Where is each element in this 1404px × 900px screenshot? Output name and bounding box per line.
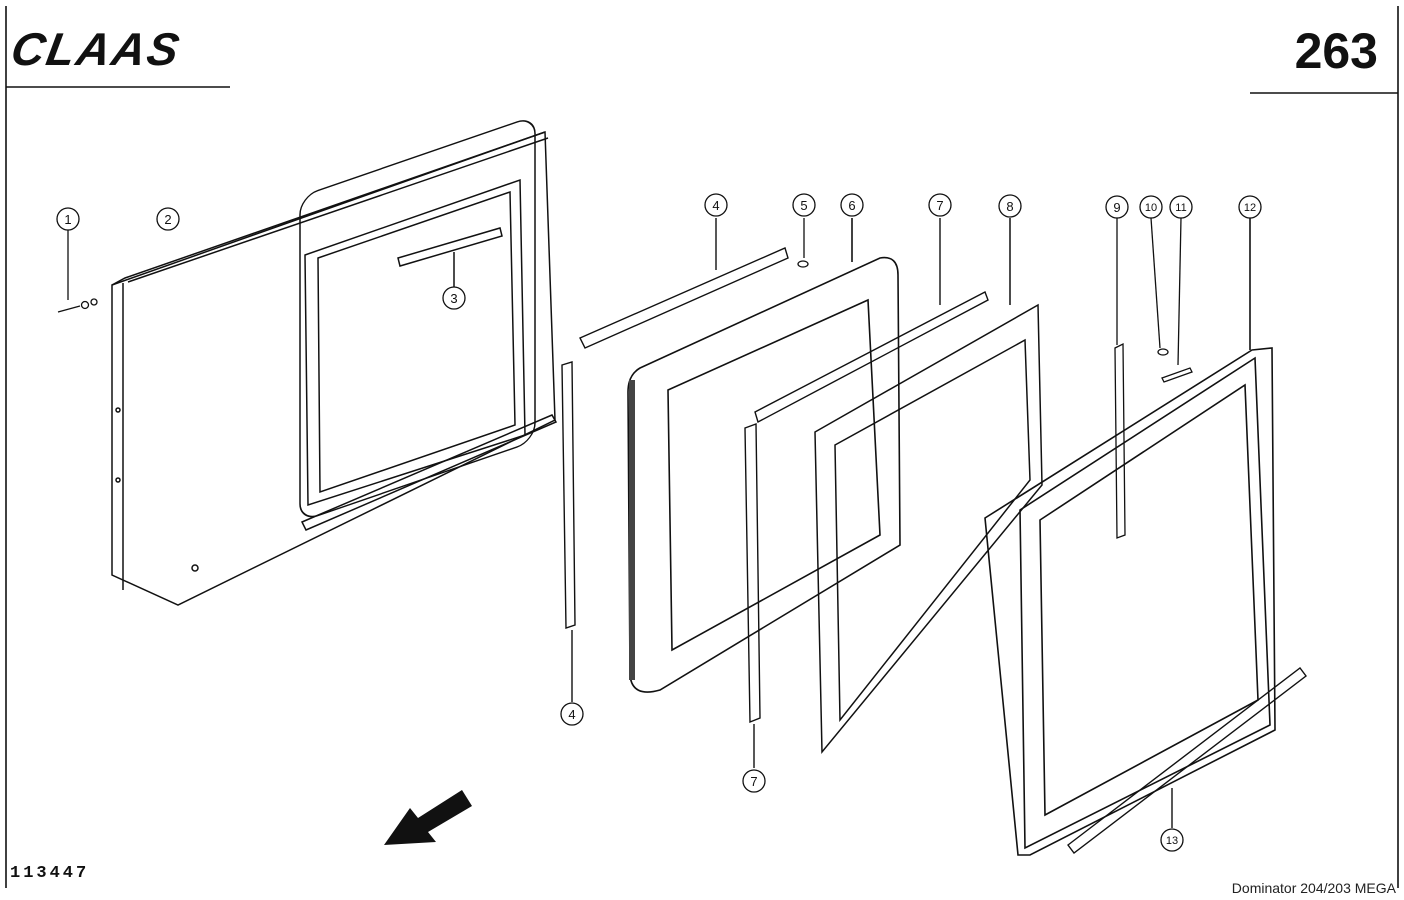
svg-text:2: 2 (164, 212, 171, 227)
svg-text:4: 4 (712, 198, 719, 213)
strip-part-3 (397, 227, 503, 290)
callout-1: 1 (56, 207, 80, 231)
callout-10: 10 (1139, 195, 1163, 219)
callout-8: 8 (998, 194, 1022, 218)
clip-part-5 (797, 218, 809, 268)
parts-9-10-11 (1114, 217, 1193, 539)
svg-text:7: 7 (936, 198, 943, 213)
svg-text:6: 6 (848, 198, 855, 213)
svg-text:12: 12 (1244, 202, 1256, 214)
drawing-number: 113447 (10, 864, 90, 883)
svg-text:4: 4 (568, 707, 575, 722)
svg-text:8: 8 (1006, 199, 1013, 214)
callout-2: 2 (156, 207, 180, 231)
svg-text:13: 13 (1166, 835, 1178, 847)
svg-text:1: 1 (64, 212, 71, 227)
gasket-part-6 (627, 218, 901, 693)
callout-3: 3 (442, 286, 466, 310)
svg-text:11: 11 (1175, 202, 1186, 214)
svg-text:7: 7 (750, 774, 757, 789)
callout-7-top: 7 (928, 193, 952, 217)
callout-6: 6 (840, 193, 864, 217)
callout-4-top: 4 (704, 193, 728, 217)
strip-part-4 (561, 218, 789, 702)
bolt-part-1 (57, 230, 98, 313)
strip-part-7 (744, 218, 989, 768)
model-label: Dominator 204/203 MEGA (1231, 880, 1396, 896)
strip-part-13 (1067, 667, 1307, 854)
frame-part-8 (814, 218, 1043, 755)
page-number: 263 (1294, 23, 1378, 79)
callout-9: 9 (1105, 195, 1129, 219)
callout-7-bottom: 7 (742, 769, 766, 793)
callout-5: 5 (792, 193, 816, 217)
sheet-border (5, 6, 1399, 888)
direction-arrow-icon (384, 790, 472, 845)
callout-13: 13 (1160, 828, 1184, 852)
frame-part-12 (984, 218, 1276, 856)
callout-group: 1 2 3 4 5 6 7 8 9 10 11 12 4 7 13 (56, 193, 1262, 852)
side-panel-part-2 (111, 120, 558, 606)
svg-text:10: 10 (1145, 202, 1157, 214)
svg-text:5: 5 (800, 198, 807, 213)
svg-text:3: 3 (450, 291, 457, 306)
svg-text:9: 9 (1113, 200, 1120, 215)
callout-4-bottom: 4 (560, 702, 584, 726)
callout-11: 11 (1169, 195, 1193, 219)
callout-12: 12 (1238, 195, 1262, 219)
